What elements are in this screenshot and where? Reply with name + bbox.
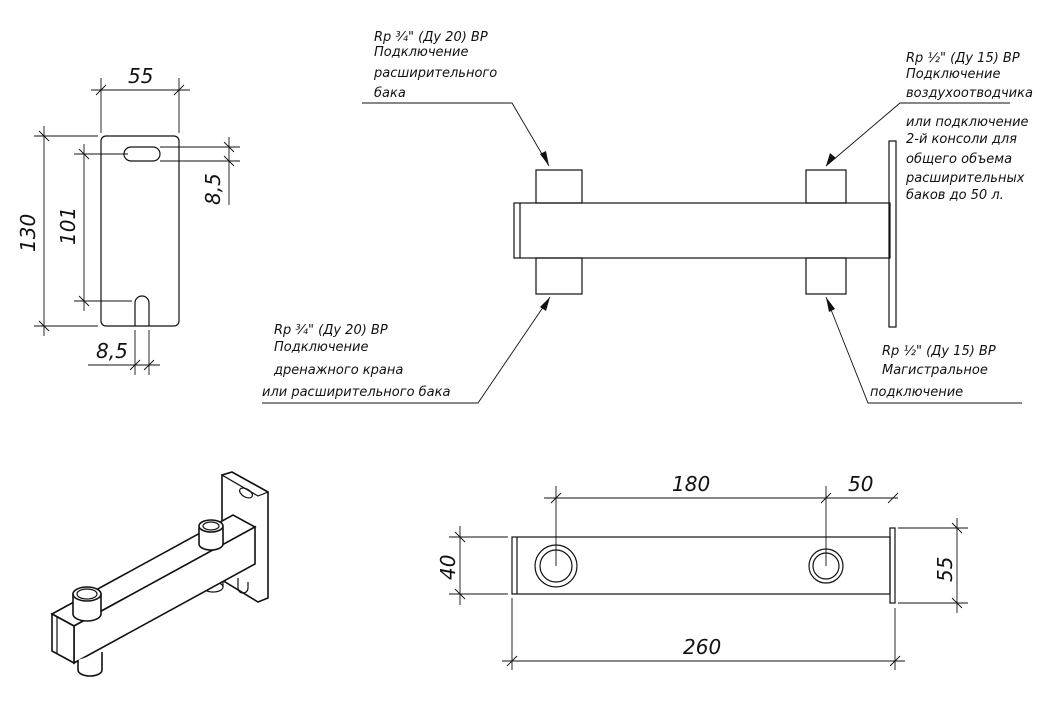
- callout-expansion-tank: Rp ¾" (Ду 20) ВР Подключение расширитель…: [373, 30, 497, 101]
- callout-main-connection: Rp ½" (Ду 15) ВР Магистральное подключен…: [870, 344, 996, 400]
- upper-nipple-right: [805, 169, 847, 204]
- svg-text:дренажного крана: дренажного крана: [273, 363, 403, 378]
- dim-span-50: 50: [848, 472, 873, 496]
- mounting-plate: [888, 140, 897, 328]
- callout-drain-valve: Rp ¾" (Ду 20) ВР Подключение дренажного …: [262, 323, 450, 400]
- dim-plate-height: 130: [16, 214, 40, 252]
- svg-text:подключение: подключение: [870, 385, 963, 400]
- svg-text:расширительных: расширительных: [905, 171, 1025, 186]
- dim-tube-height: 40: [436, 555, 460, 580]
- svg-text:воздухоотводчика: воздухоотводчика: [906, 86, 1033, 101]
- bottom-slot: [134, 295, 150, 326]
- svg-text:бака: бака: [374, 86, 406, 101]
- dim-span-180: 180: [672, 472, 710, 496]
- console-tube: [513, 202, 891, 259]
- svg-text:Подключение: Подключение: [906, 67, 1000, 82]
- upper-nipple-left: [535, 169, 583, 204]
- svg-text:Подключение: Подключение: [374, 45, 468, 60]
- svg-text:Rp ½" (Ду 15) ВР: Rp ½" (Ду 15) ВР: [882, 344, 996, 359]
- callout-air-vent: Rp ½" (Ду 15) ВР Подключение воздухоотво…: [906, 51, 1033, 101]
- top-view-plate: [889, 527, 896, 604]
- plate-side-view: 55 130 101 8,5 8,5: [16, 64, 240, 375]
- svg-text:Подключение: Подключение: [274, 340, 368, 355]
- dim-slot-span: 101: [56, 207, 80, 245]
- console-top-view: 180 50 40 55 260: [436, 472, 968, 670]
- svg-text:Rp ¾" (Ду 20) ВР: Rp ¾" (Ду 20) ВР: [374, 30, 488, 45]
- svg-text:Rp ¾" (Ду 20) ВР: Rp ¾" (Ду 20) ВР: [274, 323, 388, 338]
- console-front-view: Rp ¾" (Ду 20) ВР Подключение расширитель…: [262, 30, 1033, 404]
- svg-text:Магистральное: Магистральное: [882, 363, 988, 378]
- svg-text:баков до 50 л.: баков до 50 л.: [906, 188, 1004, 203]
- svg-text:общего объема: общего объема: [906, 152, 1012, 167]
- top-slot: [123, 146, 161, 162]
- svg-text:или расширительного бака: или расширительного бака: [262, 385, 450, 400]
- plate-outline: [100, 135, 180, 327]
- callout-second-console: или подключение 2-й консоли для общего о…: [905, 115, 1029, 203]
- dim-plate-width: 55: [128, 64, 153, 88]
- svg-text:или подключение: или подключение: [906, 115, 1029, 130]
- top-view-tube: [511, 536, 891, 595]
- dim-slot-width-top: 8,5: [201, 173, 225, 205]
- lower-nipple-right: [805, 257, 847, 295]
- dim-slot-width-bottom: 8,5: [96, 339, 128, 363]
- svg-text:2-й консоли для: 2-й консоли для: [906, 132, 1017, 147]
- lower-nipple-left: [535, 257, 583, 295]
- console-isometric-view: [50, 471, 270, 677]
- dim-total-length: 260: [683, 635, 721, 659]
- svg-text:расширительного: расширительного: [373, 66, 497, 81]
- dim-plate-height-bottom: 55: [933, 557, 957, 582]
- svg-text:Rp ½" (Ду 15) ВР: Rp ½" (Ду 15) ВР: [906, 51, 1020, 66]
